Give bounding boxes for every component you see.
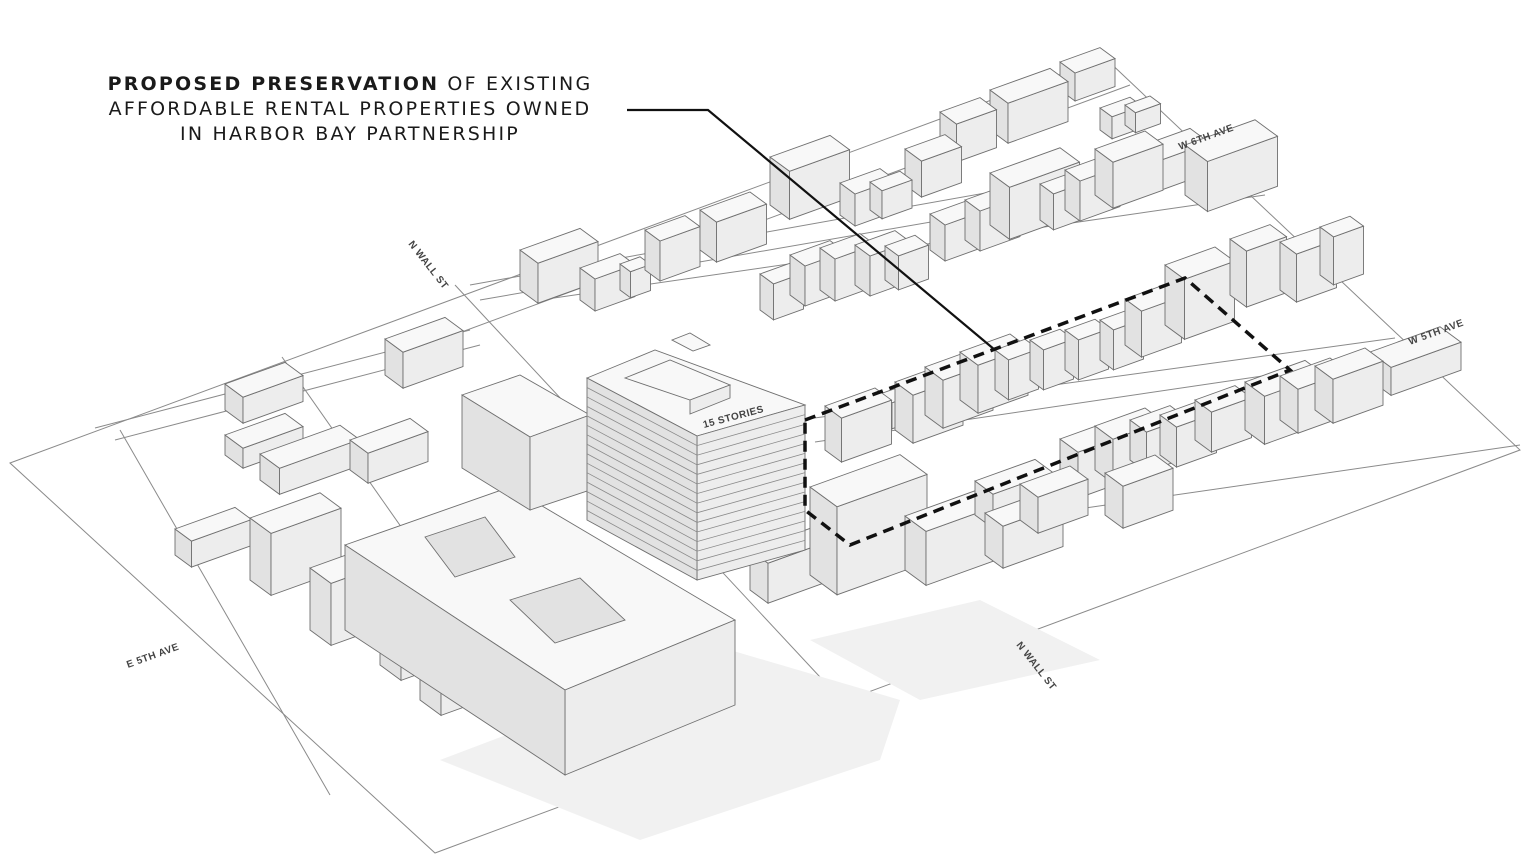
tower-floor-line: [586, 406, 806, 466]
building-block: [384, 316, 464, 390]
building-block: [1029, 328, 1075, 391]
building-block: [1319, 215, 1365, 286]
callout-strong: PROPOSED PRESERVATION: [107, 73, 440, 95]
podium-building: [343, 486, 737, 776]
building-block: [1184, 119, 1279, 213]
tower-15-stories: 15 STORIES: [585, 332, 807, 581]
callout-leader-line: [627, 108, 996, 351]
tower-floor-line: [586, 510, 806, 571]
callout-line-1: PROPOSED PRESERVATION OF EXISTING: [60, 72, 640, 97]
shadows: [440, 600, 1100, 840]
tower-floor-line: [586, 500, 806, 562]
building-block: [769, 134, 851, 221]
callout-line-3: IN HARBOR BAY PARTNERSHIP: [180, 123, 520, 145]
building-block: [1194, 385, 1253, 453]
building-block: [1314, 347, 1384, 425]
building-block: [989, 67, 1069, 145]
tower-floor-line: [586, 491, 806, 552]
building-block: [1019, 465, 1089, 535]
tower-floor-line: [586, 434, 806, 495]
building-block: [884, 234, 930, 291]
tower-floor-bands: [586, 387, 806, 571]
building-block: [904, 490, 997, 587]
building-block: [1059, 47, 1116, 102]
courtyard-2: [509, 577, 626, 644]
building-block: [224, 412, 304, 470]
building-block: [1164, 246, 1236, 341]
tower-floor-line: [586, 443, 806, 504]
building-block: [1124, 95, 1162, 134]
building-block: [1229, 224, 1288, 308]
building-block: [809, 454, 928, 596]
site-outline: [9, 57, 1521, 854]
building-block: [619, 256, 652, 299]
preservation-boundary: [803, 275, 1294, 547]
tower-floor-line: [586, 387, 806, 447]
building-block: [699, 191, 768, 263]
building-block: [904, 134, 963, 198]
preservation-callout: PROPOSED PRESERVATION OF EXISTING AFFORD…: [60, 72, 640, 147]
building-block: [1104, 454, 1174, 530]
tower-crown-side: [689, 384, 731, 415]
callout-line-2: AFFORDABLE RENTAL PROPERTIES OWNED: [108, 98, 592, 120]
tower-floor-line: [586, 424, 806, 485]
building-block: [1094, 130, 1164, 210]
mid-rise-building: [460, 374, 592, 511]
building-block: [224, 361, 304, 425]
tower-floor-line: [586, 453, 806, 514]
building-block: [869, 170, 913, 220]
tower-floor-line: [586, 396, 806, 456]
street-label-e-5th-ave: E 5TH AVE: [125, 642, 181, 671]
callout-rest: OF EXISTING: [439, 73, 593, 95]
building-block: [259, 424, 361, 496]
building-block: [1064, 318, 1110, 381]
courtyard-1: [424, 516, 516, 578]
block-line-3: [119, 429, 331, 796]
tower-floor-line: [586, 415, 806, 475]
street-label-n-wall-st-top: N WALL ST: [406, 239, 451, 292]
tower-floor-line: [586, 472, 806, 533]
tower-floor-line: [586, 462, 806, 523]
building-block: [349, 417, 429, 485]
building-block: [644, 215, 701, 282]
building-block: [174, 506, 253, 568]
tower-floor-line: [586, 481, 806, 543]
